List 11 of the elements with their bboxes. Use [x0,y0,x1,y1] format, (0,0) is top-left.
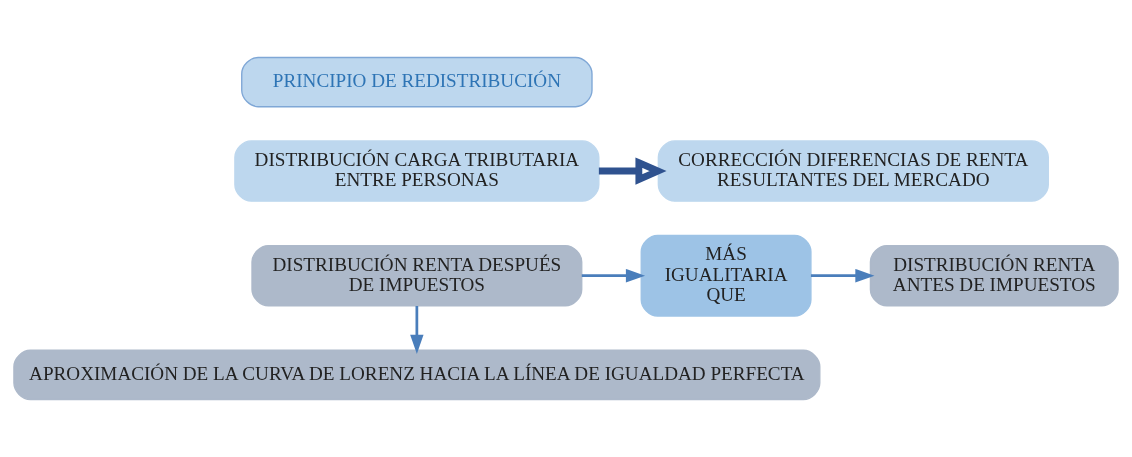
node-box: DISTRIBUCIÓN CARGA TRIBUTARIA ENTRE PERSONAS [234,140,600,202]
arrow [598,157,667,185]
arrow [410,306,424,354]
node-box: DISTRIBUCIÓN RENTA ANTES DE IMPUESTOS [869,244,1119,307]
node-box: APROXIMACIÓN DE LA CURVA DE LORENZ HACIA LA LÍNEA DE IGUALDAD PERFECTA [13,349,821,401]
node-box: DISTRIBUCIÓN RENTA DESPUÉS DE IMPUESTOS [251,244,583,307]
node-box: CORRECCIÓN DIFERENCIAS DE RENTA RESULTANTES DEL MERCADO [657,140,1049,202]
node-box: MÁS IGUALITARIA QUE [640,234,812,317]
node-box: PRINCIPIO DE REDISTRIBUCIÓN [241,56,593,108]
arrow [810,268,875,283]
arrow [581,268,646,283]
